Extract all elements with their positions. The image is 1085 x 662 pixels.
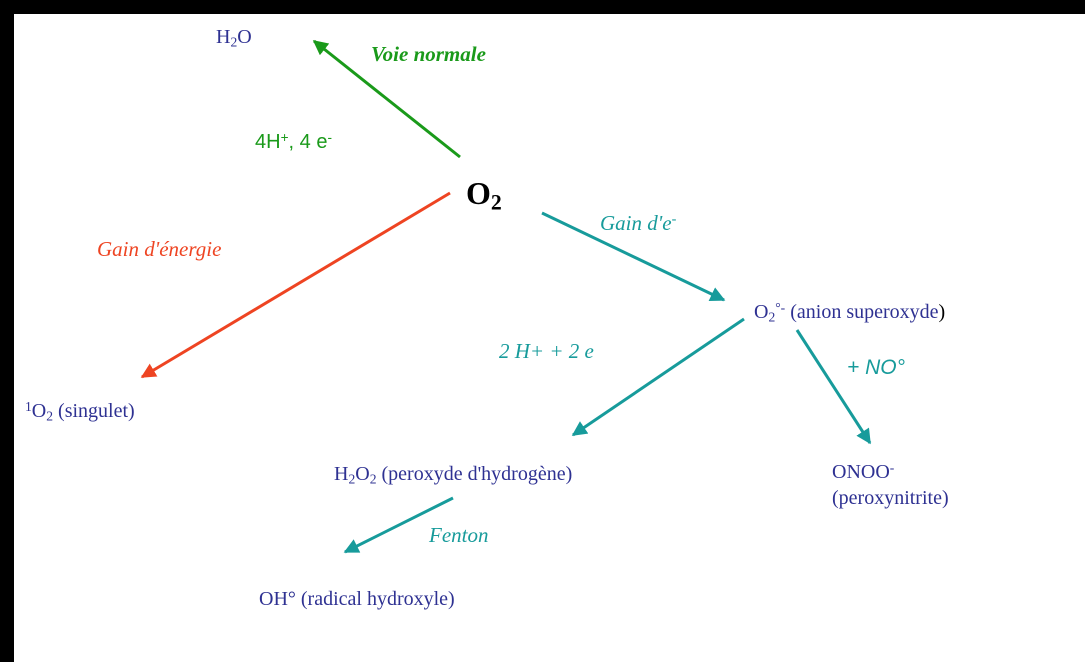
peroxynitrite-label: ONOO- (peroxynitrite) (832, 459, 949, 509)
two-h-two-e-label: 2 H+ + 2 e (499, 339, 594, 363)
arrow-o2-to-singlet (140, 191, 451, 379)
o2-label: O2 (466, 175, 502, 215)
arrow-o2-to-h2o (312, 39, 461, 159)
gain-energie-label: Gain d'énergie (97, 237, 222, 261)
singlet-oxygen-label: 1O2 (singulet) (25, 398, 135, 424)
hydrogen-peroxide-label: H2O2 (peroxyde d'hydrogène) (334, 463, 573, 487)
arrow-peroxide-to-hydroxyl (343, 496, 454, 554)
voie-normale-label: Voie normale (371, 42, 486, 66)
superoxide-label: O2°- (anion superoxyde) (754, 299, 946, 325)
arrow-superoxide-to-peroxide (571, 317, 745, 437)
diagram-canvas: O2 H2O 1O2 (singulet) O2°- (anion supero… (14, 14, 1085, 662)
gain-electron-label: Gain d'e- (600, 211, 677, 235)
arrow-o2-to-superoxide (541, 211, 726, 302)
reaction-arrows (140, 39, 872, 554)
hydroxyl-radical-label: OH° (radical hydroxyle) (259, 588, 455, 610)
four-electrons-label: 4H+, 4 e- (255, 129, 332, 153)
plus-no-label: + NO° (847, 356, 905, 379)
fenton-label: Fenton (429, 523, 489, 547)
h2o-label: H2O (216, 26, 252, 50)
arrow-superoxide-to-peroxynitrite (795, 329, 872, 445)
